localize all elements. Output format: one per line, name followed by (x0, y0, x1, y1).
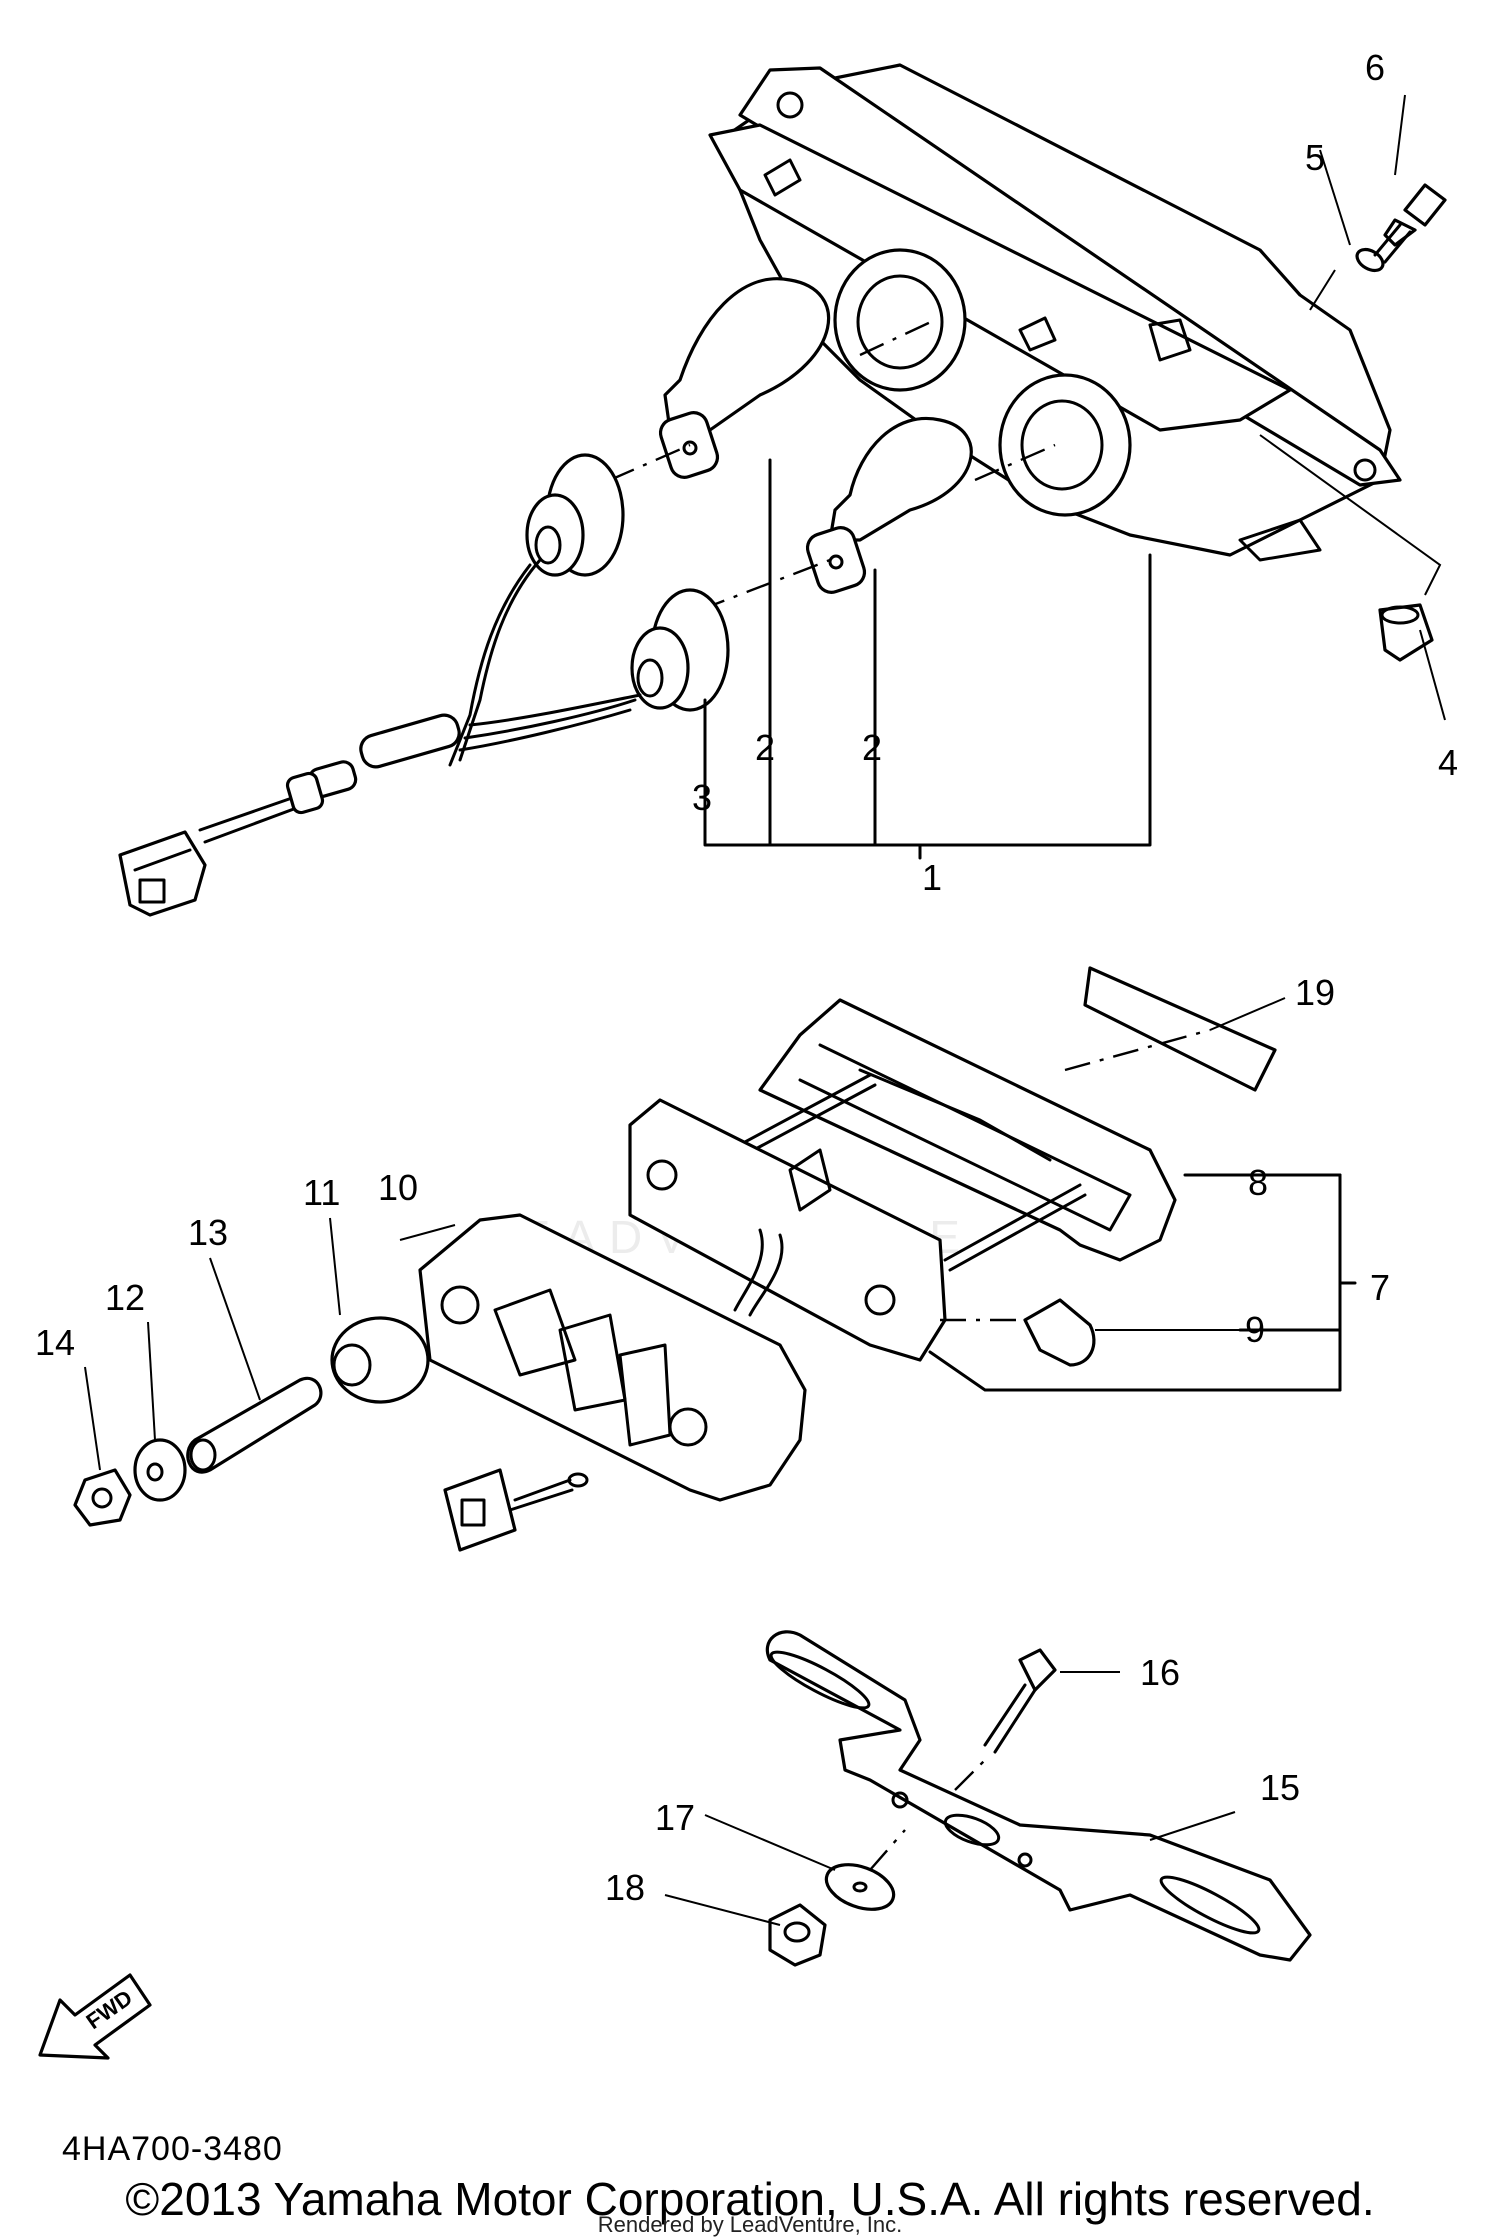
callout-10: 10 (378, 1167, 418, 1208)
callout-11: 11 (303, 1172, 340, 1213)
fwd-arrow-icon: FWD (38, 1973, 152, 2060)
diagram-code: 4HA700-3480 (62, 2130, 283, 2168)
long-screws[interactable] (728, 1073, 1087, 1272)
callout-1: 1 (922, 857, 942, 898)
nut-18[interactable] (768, 1903, 827, 1967)
callout-15: 15 (1260, 1767, 1300, 1808)
callout-16: 16 (1140, 1652, 1180, 1693)
callout-9: 9 (1245, 1309, 1265, 1350)
callout-8: 8 (1248, 1162, 1268, 1203)
grommet[interactable] (330, 1316, 430, 1404)
license-light-housing[interactable] (418, 1213, 807, 1502)
license-bracket[interactable] (765, 1630, 1312, 1962)
washer-17[interactable] (820, 1856, 899, 1918)
callout-12: 12 (105, 1277, 145, 1318)
callout-18: 18 (605, 1867, 645, 1908)
callout-13: 13 (188, 1212, 228, 1253)
callout-3: 3 (692, 777, 712, 818)
bulb-lower[interactable] (804, 416, 973, 595)
collar[interactable] (186, 1376, 323, 1474)
washer-12[interactable] (133, 1438, 187, 1502)
callout-6: 6 (1365, 47, 1385, 88)
callout-2b: 2 (862, 727, 882, 768)
callout-7: 7 (1370, 1267, 1390, 1308)
bulb-upper[interactable] (657, 277, 830, 481)
copyright-notice: ©2013 Yamaha Motor Corporation, U.S.A. A… (125, 2173, 1375, 2225)
socket-harness[interactable] (118, 453, 730, 917)
wedge-bulb[interactable] (1023, 1298, 1096, 1367)
screw-6[interactable] (1373, 183, 1447, 264)
reflector-strip[interactable] (1083, 966, 1277, 1092)
rendered-by-note: Rendered by LeadVenture, Inc. (597, 2212, 903, 2237)
lens-cover[interactable] (758, 998, 1177, 1262)
callout-2a: 2 (755, 727, 775, 768)
callout-19: 19 (1295, 972, 1335, 1013)
base-plate[interactable] (628, 1098, 947, 1362)
taillight-housing[interactable] (708, 63, 1402, 562)
washer-5[interactable] (1353, 245, 1386, 275)
nut-14[interactable] (73, 1468, 132, 1527)
callout-14: 14 (35, 1322, 75, 1363)
callout-17: 17 (655, 1797, 695, 1838)
cap-nut[interactable] (1378, 603, 1434, 662)
license-connector[interactable] (443, 1468, 589, 1552)
callout-4: 4 (1438, 742, 1458, 783)
bolt-16[interactable] (983, 1648, 1057, 1754)
callout-5: 5 (1305, 137, 1325, 178)
